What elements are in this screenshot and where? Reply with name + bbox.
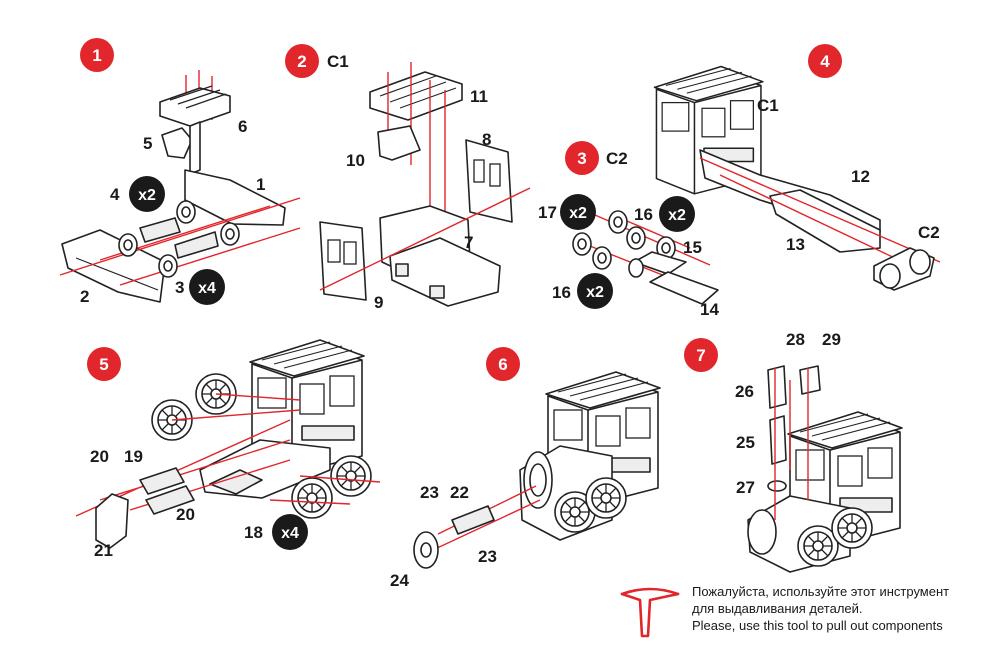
t-tool-icon <box>620 587 680 638</box>
qty-part-label: 4 <box>110 185 120 204</box>
part-label: 8 <box>482 130 491 149</box>
part-label: 6 <box>238 117 247 136</box>
part-label: 13 <box>786 235 805 254</box>
subassembly-label: C2 <box>606 149 628 168</box>
part-label: 15 <box>683 238 702 257</box>
qty-badge <box>560 194 596 230</box>
step-6-badge <box>486 347 520 381</box>
part-label: 24 <box>390 571 409 590</box>
part-label: 19 <box>124 447 143 466</box>
step-7: 7 28 29 26 25 27 <box>684 330 903 573</box>
part-label: 20 <box>176 505 195 524</box>
step-1: 1 6 5 1 2 4 x2 3 x4 <box>59 38 301 306</box>
part-label: 1 <box>256 175 265 194</box>
step-5-badge <box>87 347 121 381</box>
part-label: 23 <box>420 483 439 502</box>
step-6: 6 23 22 23 24 <box>390 347 661 590</box>
qty-badge <box>659 196 695 232</box>
part-label: 10 <box>346 151 365 170</box>
step-5-drawing <box>75 339 381 549</box>
qty-part-label: 16 <box>634 205 653 224</box>
part-label: 9 <box>374 293 383 312</box>
part-label: 5 <box>143 134 152 153</box>
step-2-drawing <box>319 62 531 307</box>
qty-part-label: 17 <box>538 203 557 222</box>
part-label: 25 <box>736 433 755 452</box>
qty-part-label: 3 <box>175 278 184 297</box>
qty-part-label: 18 <box>244 523 263 542</box>
note-en: Please, use this tool to pull out compon… <box>692 618 943 633</box>
part-label: 11 <box>470 87 488 106</box>
note-ru-line-1: Пожалуйста, используйте этот инструмент <box>692 584 950 599</box>
note-ru-line-2: для выдавливания деталей. <box>692 601 863 616</box>
qty-count: x2 <box>569 205 587 222</box>
part-label: 29 <box>822 330 841 349</box>
step-3-drawing <box>572 210 719 305</box>
qty-badge <box>189 269 225 305</box>
step-7-drawing <box>747 365 903 573</box>
qty-badge <box>577 273 613 309</box>
qty-part-label: 16 <box>552 283 571 302</box>
step-2-number: 2 <box>297 52 306 71</box>
step-1-number: 1 <box>92 46 101 65</box>
tool-note: Пожалуйста, используйте этот инструмент … <box>692 583 992 634</box>
step-4-badge <box>808 44 842 78</box>
qty-badge <box>129 176 165 212</box>
step-2-badge <box>285 44 319 78</box>
part-label: 23 <box>478 547 497 566</box>
part-label: 27 <box>736 478 755 497</box>
step-7-number: 7 <box>696 346 705 365</box>
step-5-number: 5 <box>99 355 108 374</box>
part-label: 20 <box>90 447 109 466</box>
step-4-number: 4 <box>820 52 830 71</box>
step-1-drawing <box>59 70 301 303</box>
qty-count: x2 <box>668 207 686 224</box>
qty-count: x4 <box>281 525 299 542</box>
part-label: 7 <box>464 233 473 252</box>
step-6-number: 6 <box>498 355 507 374</box>
qty-badge <box>272 514 308 550</box>
step-3-number: 3 <box>577 149 586 168</box>
step-3-badge <box>565 141 599 175</box>
part-label: 22 <box>450 483 469 502</box>
step-6-drawing <box>413 371 661 569</box>
part-label: C2 <box>918 223 940 242</box>
step-4-drawing <box>653 65 941 291</box>
step-4: 4 C1 12 13 C2 <box>653 44 941 291</box>
qty-count: x2 <box>138 187 156 204</box>
qty-count: x2 <box>586 284 604 301</box>
step-3: 3 C2 17 x2 16 x2 16 x2 15 14 <box>538 141 719 319</box>
step-1-badge <box>80 38 114 72</box>
subassembly-label: C1 <box>327 52 349 71</box>
qty-count: x4 <box>198 280 216 297</box>
part-label: 28 <box>786 330 805 349</box>
step-5: 5 20 19 20 21 18 x4 <box>75 339 381 560</box>
part-label: 14 <box>700 300 719 319</box>
part-label: 2 <box>80 287 89 306</box>
part-label: 12 <box>851 167 870 186</box>
step-2: 2 C1 11 8 10 7 9 <box>285 44 531 312</box>
part-label: 21 <box>94 541 113 560</box>
part-label: C1 <box>757 96 779 115</box>
step-7-badge <box>684 338 718 372</box>
part-label: 26 <box>735 382 754 401</box>
